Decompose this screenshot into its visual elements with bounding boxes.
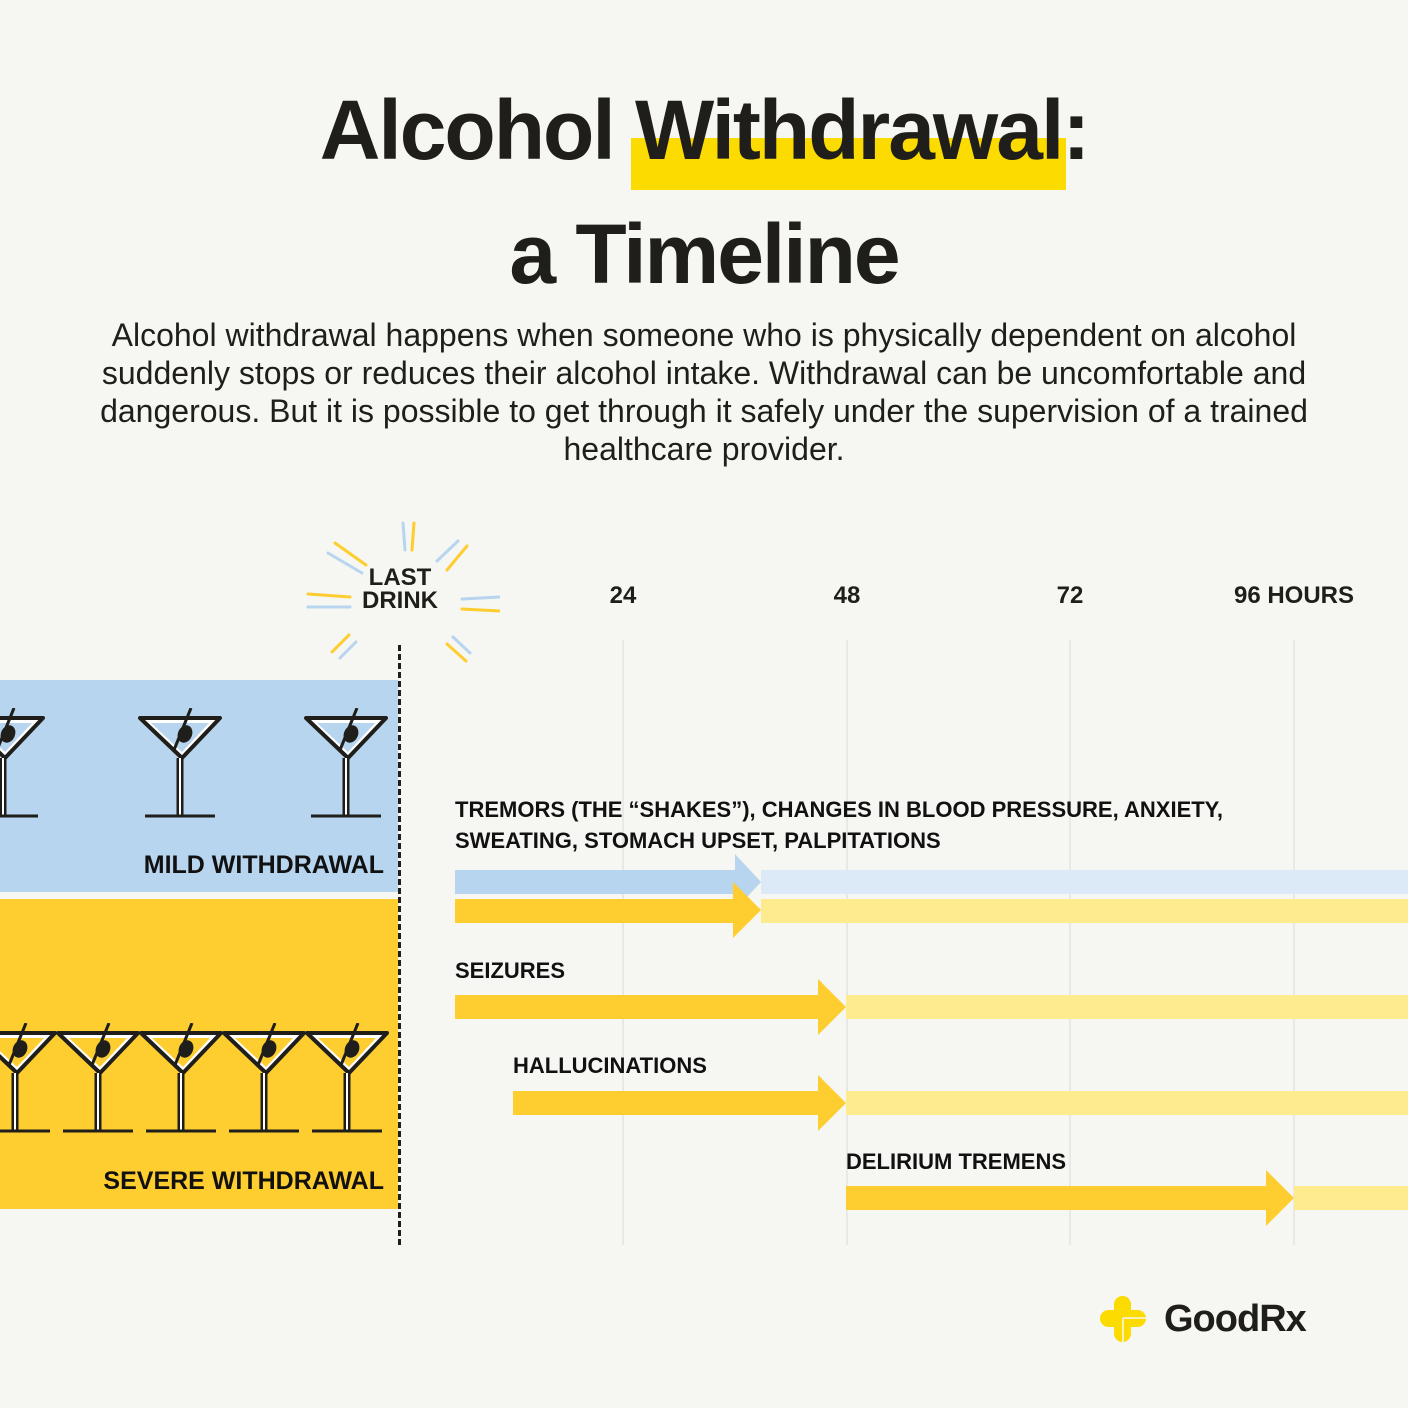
tremors-mild-tail — [761, 870, 1408, 894]
brand-name: GoodRx — [1164, 1297, 1307, 1340]
seizures-bar — [455, 995, 825, 1019]
martini-glass-icon — [56, 1023, 140, 1133]
last-drink-label: LAST DRINK — [362, 564, 438, 614]
martini-glass-icon — [305, 1023, 389, 1133]
arrow-head-icon — [818, 979, 846, 1035]
severe-withdrawal-label: SEVERE WITHDRAWAL — [103, 1167, 384, 1195]
severe-withdrawal-band: SEVERE WITHDRAWAL — [0, 899, 398, 1209]
mild-withdrawal-label: MILD WITHDRAWAL — [143, 851, 384, 879]
page-title-line1: Alcohol Withdrawal: — [319, 83, 1090, 190]
hour-label-72: 72 — [1056, 582, 1084, 609]
mild-withdrawal-band: MILD WITHDRAWAL — [0, 680, 398, 892]
martini-glass-icon — [0, 708, 45, 818]
delirium-tremens-bar — [846, 1186, 1271, 1210]
page-title-line2: a Timeline — [509, 207, 900, 301]
symptom-label-hallucinations: HALLUCINATIONS — [513, 1053, 707, 1078]
gridline-24 — [622, 640, 624, 1245]
martini-glass-icon — [0, 1023, 57, 1133]
tremors-severe-tail — [761, 899, 1408, 923]
hour-label-48: 48 — [833, 582, 861, 609]
burst-icon — [306, 521, 500, 663]
title-text: Alcohol — [319, 83, 636, 177]
gridline-48 — [846, 640, 848, 1245]
hour-label-24: 24 — [609, 582, 637, 609]
symptom-label-seizures: SEIZURES — [455, 958, 566, 983]
last-drink-dashed-line — [398, 645, 401, 1245]
gridline-96 — [1293, 640, 1295, 1245]
arrow-head-icon — [1266, 1170, 1294, 1226]
arrow-head-icon — [733, 882, 761, 938]
martini-glass-icon — [138, 708, 222, 818]
arrow-head-icon — [818, 1075, 846, 1131]
symptom-label-tremors: TREMORS (THE “SHAKES”), CHANGES IN BLOOD… — [455, 797, 1224, 853]
tremors-mild-bar — [455, 870, 745, 894]
gridline-72 — [1069, 640, 1071, 1245]
tremors-severe-bar — [455, 899, 745, 923]
goodrx-logo: GoodRx — [1100, 1296, 1307, 1342]
martini-glass-icon — [222, 1023, 306, 1133]
seizures-tail — [846, 995, 1408, 1019]
hallucinations-bar — [513, 1091, 825, 1115]
hour-label-96: 96 HOURS — [1233, 582, 1355, 609]
symptom-label-delirium-tremens: DELIRIUM TREMENS — [846, 1149, 1066, 1174]
martini-glass-icon — [139, 1023, 223, 1133]
delirium-tremens-tail — [1294, 1186, 1408, 1210]
intro-paragraph: Alcohol withdrawal happens when someone … — [100, 317, 1308, 467]
martini-glass-icon — [304, 708, 388, 818]
title-highlight: Withdrawal — [631, 83, 1067, 190]
hallucinations-tail — [846, 1091, 1408, 1115]
goodrx-plus-icon — [1100, 1296, 1146, 1342]
